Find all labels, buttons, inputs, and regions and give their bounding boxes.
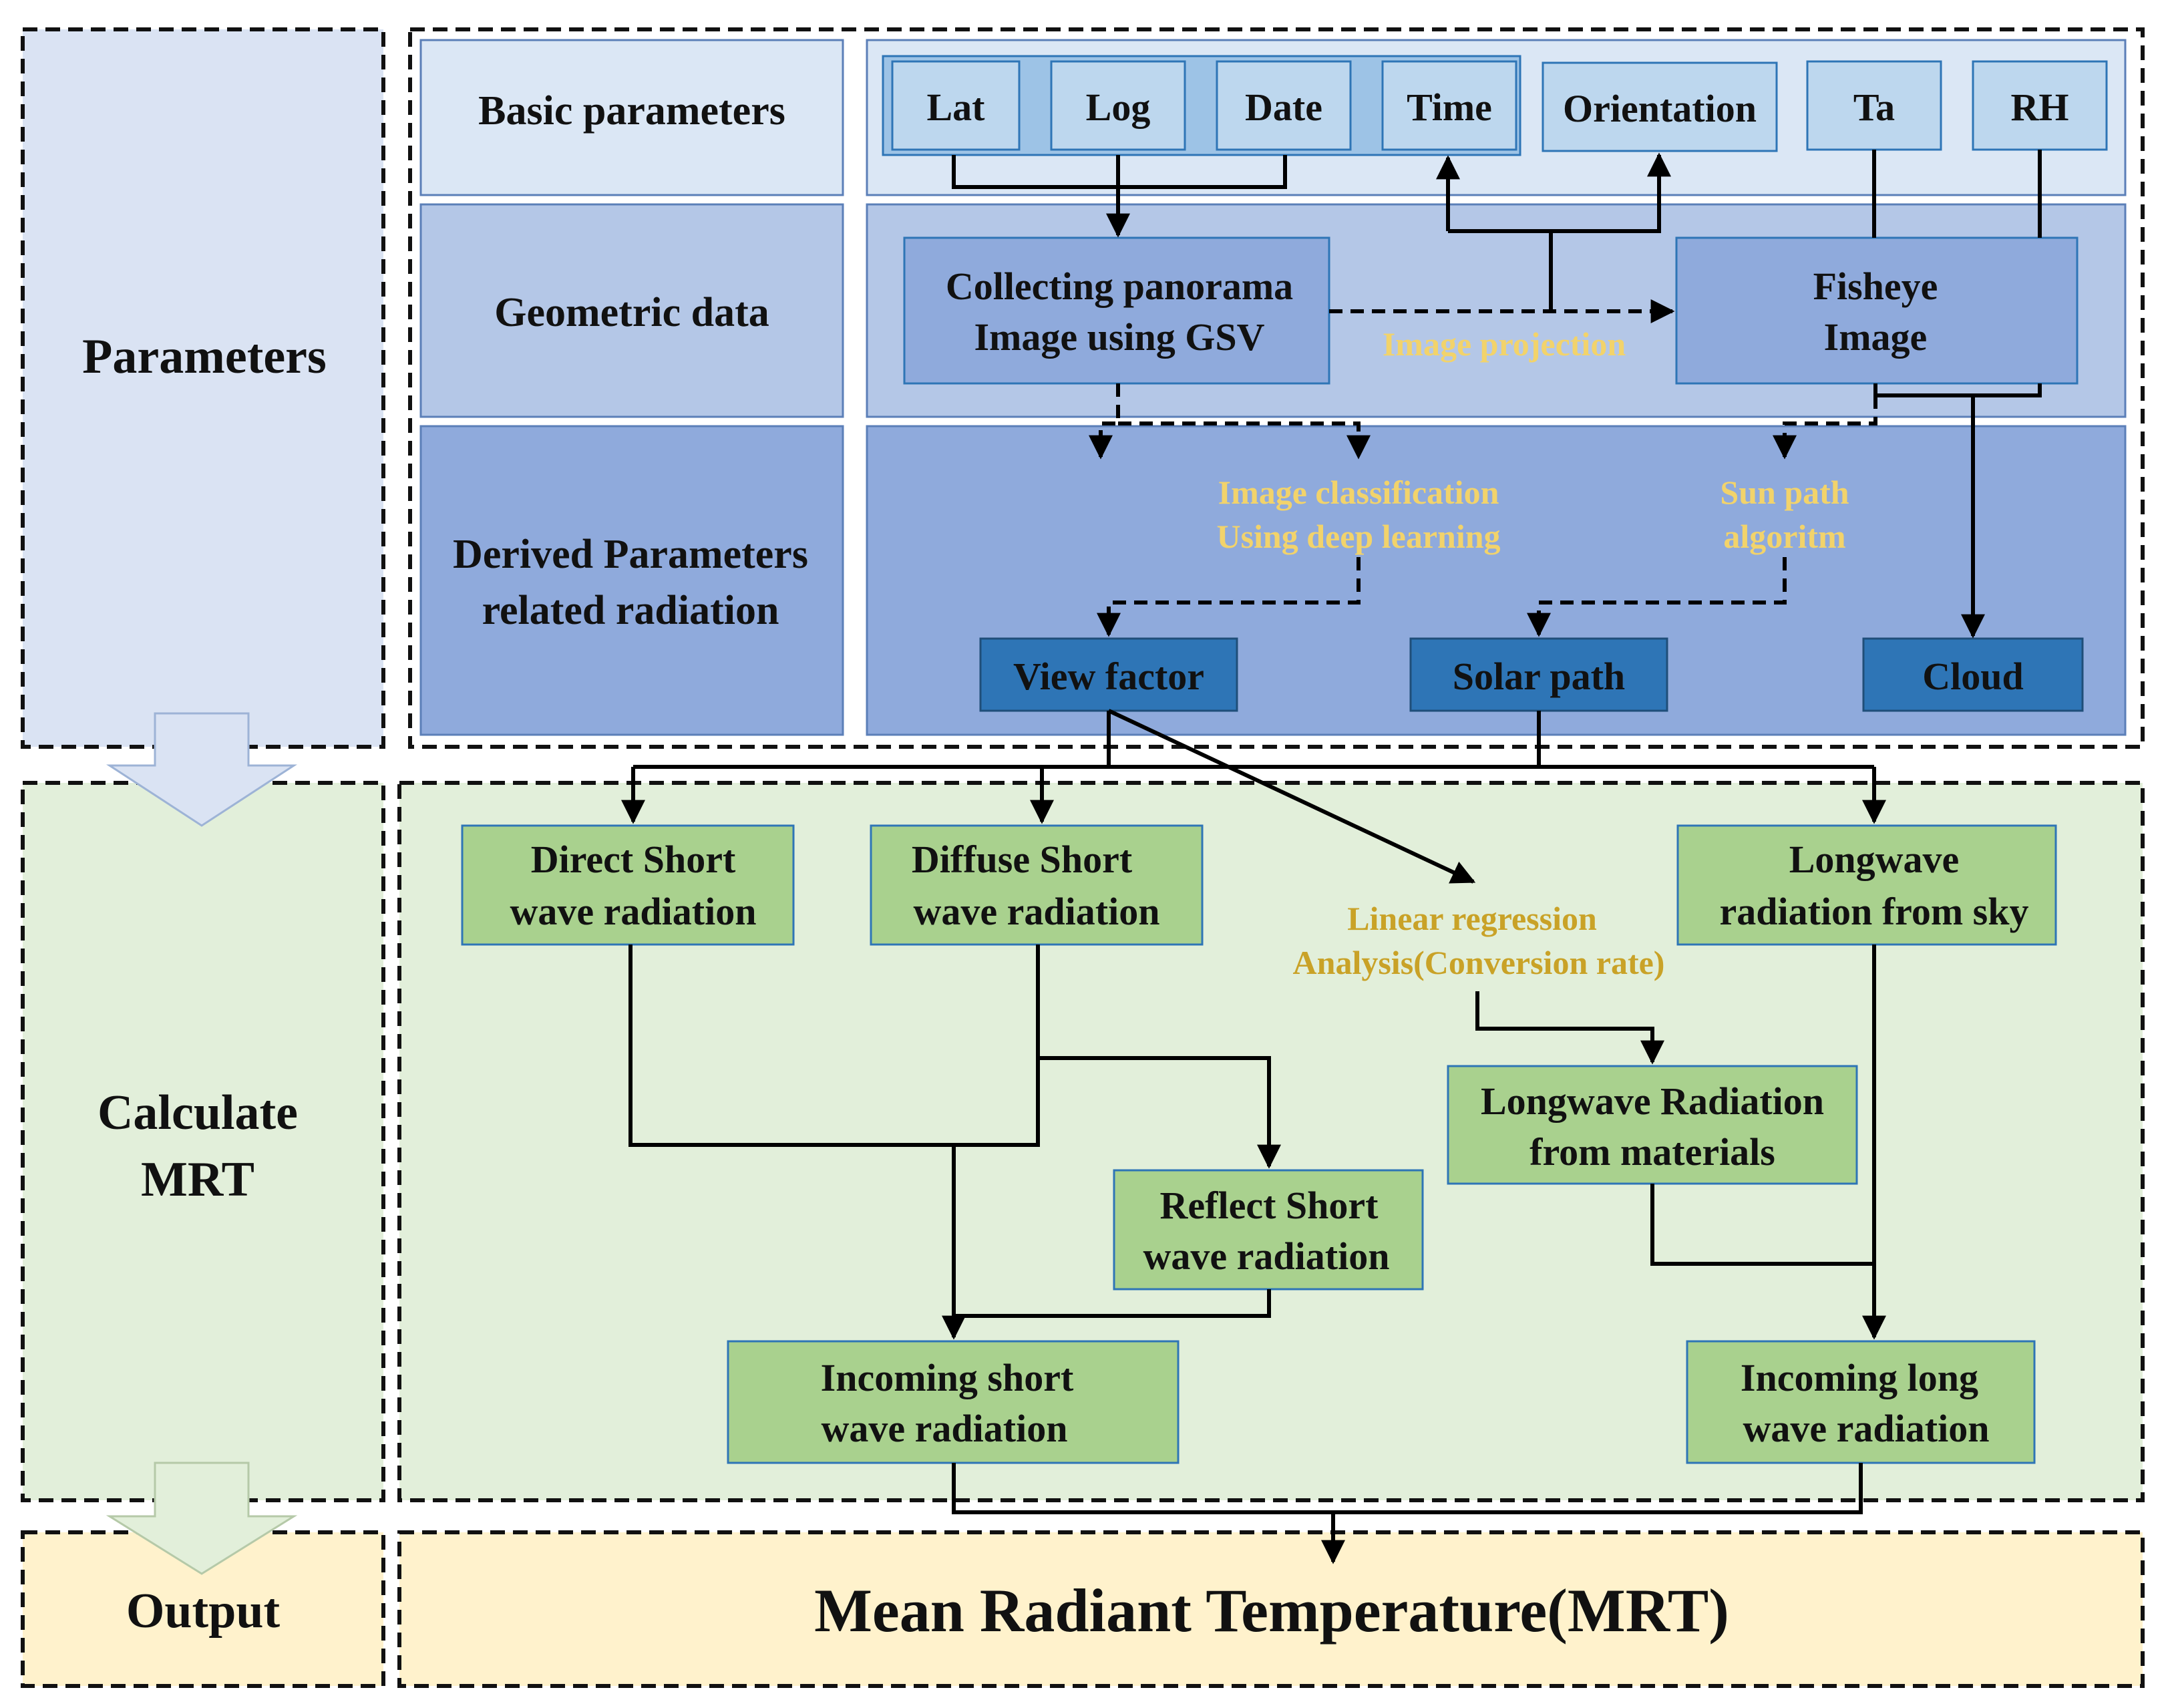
- svg-text:from materials: from materials: [1529, 1130, 1775, 1174]
- svg-text:wave radiation: wave radiation: [1143, 1234, 1390, 1278]
- section-parameters-label: Parameters: [82, 329, 327, 384]
- svg-text:Collecting panorama: Collecting panorama: [946, 265, 1293, 308]
- incoming-shortwave-box: Incoming short wave radiation: [727, 1340, 1180, 1464]
- svg-text:Date: Date: [1245, 86, 1322, 129]
- svg-text:Incoming long: Incoming long: [1741, 1356, 1978, 1399]
- input-time: Time: [1381, 60, 1517, 151]
- image-classification-label-2: Using deep learning: [1216, 518, 1500, 555]
- row-geometric-label: Geometric data: [494, 290, 769, 335]
- svg-text:Fisheye: Fisheye: [1813, 265, 1938, 308]
- cloud-box: Cloud: [1862, 637, 2084, 712]
- diffuse-shortwave-box: Diffuse Short wave radiation: [870, 824, 1204, 946]
- sun-path-label-2: algoritm: [1723, 518, 1845, 555]
- svg-text:radiation from sky: radiation from sky: [1720, 890, 2029, 933]
- solar-path-box: Solar path: [1409, 637, 1668, 712]
- row-basic-label: Basic parameters: [478, 88, 785, 134]
- svg-text:wave radiation: wave radiation: [914, 890, 1160, 933]
- incoming-longwave-box: Incoming long wave radiation: [1686, 1340, 2036, 1464]
- row-geometric-label-bg: [419, 203, 844, 418]
- svg-text:Orientation: Orientation: [1563, 87, 1757, 130]
- svg-text:Longwave: Longwave: [1789, 838, 1960, 881]
- svg-text:Ta: Ta: [1853, 86, 1895, 129]
- row-derived-label: Derived Parameters: [453, 532, 808, 577]
- reflect-shortwave-box: Reflect Short wave radiation: [1113, 1169, 1424, 1291]
- svg-text:Cloud: Cloud: [1922, 655, 2024, 698]
- section-calculate-label: Calculate: [98, 1085, 298, 1140]
- view-factor-box: View factor: [979, 637, 1238, 712]
- row-derived-label-bg: [419, 425, 844, 736]
- output-section: [21, 1530, 2145, 1688]
- input-orientation: Orientation: [1542, 61, 1778, 152]
- input-ta: Ta: [1806, 60, 1942, 151]
- fisheye-box: Fisheye Image: [1675, 236, 2079, 385]
- svg-text:Image: Image: [1824, 315, 1928, 359]
- input-rh: RH: [1972, 60, 2108, 151]
- svg-text:Longwave Radiation: Longwave Radiation: [1481, 1079, 1824, 1123]
- svg-text:Image using GSV: Image using GSV: [974, 315, 1264, 359]
- svg-text:Reflect Short: Reflect Short: [1160, 1184, 1379, 1227]
- image-classification-label: Image classification: [1218, 474, 1499, 511]
- parameters-down-arrow: [106, 712, 298, 827]
- svg-text:Incoming short: Incoming short: [821, 1356, 1074, 1399]
- calculate-down-arrow: [106, 1462, 298, 1575]
- section-calculate-label-2: MRT: [141, 1152, 254, 1207]
- svg-text:RH: RH: [2011, 86, 2069, 129]
- input-date: Date: [1216, 60, 1352, 151]
- mrt-output-label: Mean Radiant Temperature(MRT): [814, 1576, 1729, 1645]
- svg-text:Log: Log: [1086, 86, 1151, 129]
- section-output-label: Output: [126, 1584, 281, 1639]
- input-log: Log: [1050, 60, 1186, 151]
- svg-text:wave radiation: wave radiation: [822, 1407, 1068, 1450]
- svg-text:wave radiation: wave radiation: [1743, 1407, 1990, 1450]
- svg-text:wave radiation: wave radiation: [510, 890, 757, 933]
- image-projection-label: Image projection: [1383, 325, 1626, 363]
- linear-regression-label: Linear regression: [1347, 900, 1597, 937]
- row-basic-label-bg: [419, 39, 844, 196]
- linear-regression-label-2: Analysis(Conversion rate): [1293, 944, 1665, 981]
- svg-text:View factor: View factor: [1013, 655, 1204, 698]
- input-lat: Lat: [891, 60, 1021, 151]
- longwave-sky-box: Longwave radiation from sky: [1676, 824, 2057, 946]
- svg-text:Lat: Lat: [927, 86, 986, 129]
- svg-text:Direct Short: Direct Short: [531, 838, 736, 881]
- panorama-box: Collecting panorama Image using GSV: [903, 236, 1330, 385]
- svg-text:Time: Time: [1407, 86, 1492, 129]
- sun-path-label: Sun path: [1720, 474, 1849, 511]
- svg-text:Diffuse Short: Diffuse Short: [912, 838, 1133, 881]
- longwave-materials-box: Longwave Radiation from materials: [1447, 1065, 1858, 1185]
- svg-text:Solar path: Solar path: [1453, 655, 1625, 698]
- connectors-solid: [621, 150, 2042, 1564]
- direct-shortwave-box: Direct Short wave radiation: [461, 824, 795, 946]
- connectors-dashed: [1089, 299, 1877, 637]
- row-derived-label-2: related radiation: [482, 588, 779, 633]
